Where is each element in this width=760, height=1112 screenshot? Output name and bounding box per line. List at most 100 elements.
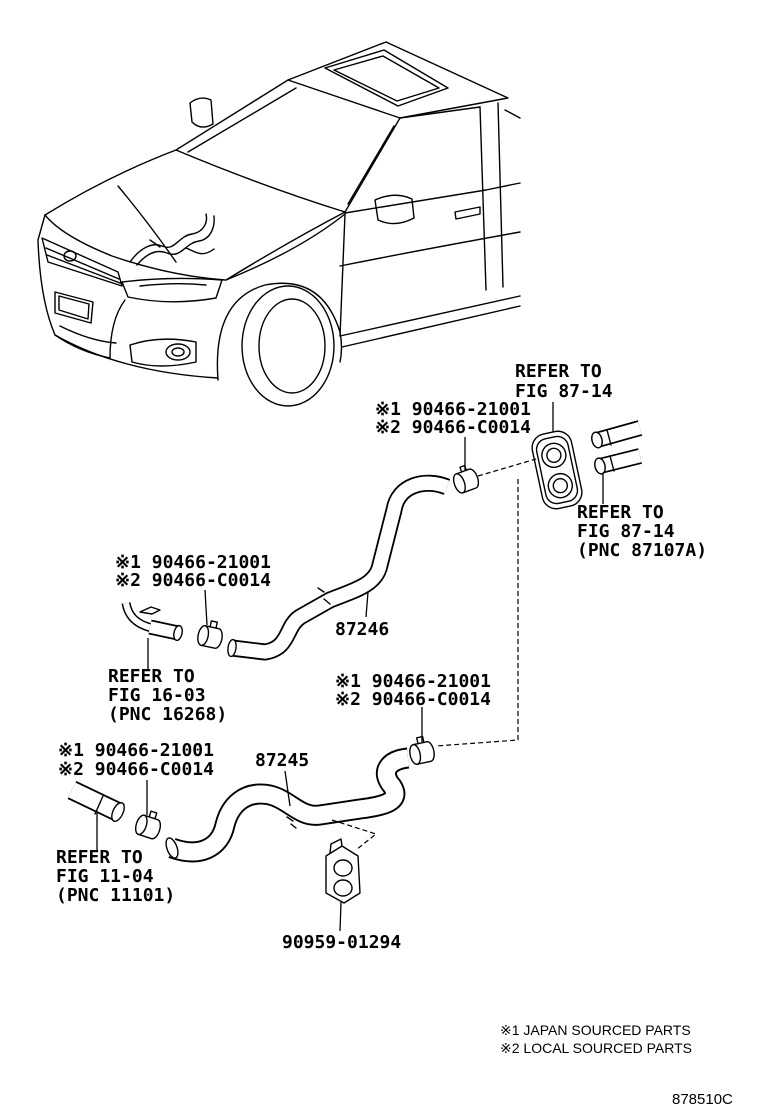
callout-hose-upper[interactable]: 87246 [335,620,389,639]
callout-line[interactable]: (PNC 11101) [56,885,176,906]
clamp-face [409,743,422,765]
pipe-lower-left-bead [94,795,104,815]
car-fender-top [225,213,346,281]
door-character-line [339,231,521,267]
part-number-local[interactable]: ※2 90466-C0014 [375,417,531,438]
hose-87246-mark [323,598,331,605]
assembly-line-grommet-to-lower-clamp [435,479,519,747]
callout-lower-left-pipe-reference[interactable]: REFER TO FIG 11-04 (PNC 11101) [56,848,175,905]
part-number-local[interactable]: ※2 90466-C0014 [58,759,214,780]
part-number-japan[interactable]: ※1 90466-21001 [375,399,531,420]
car-hood-left-edge [44,149,177,216]
legend-note-japan: ※1 JAPAN SOURCED PARTS [500,1022,691,1038]
part-number-local[interactable]: ※2 90466-C0014 [335,689,491,710]
part-number-japan[interactable]: ※1 90466-21001 [58,740,214,761]
pipe-upper-left-bracket [139,606,161,615]
hose-clamp-lower-left [134,810,162,840]
car-grille-bar [45,247,120,280]
grommet-hole [547,472,574,499]
callout-line[interactable]: FIG 87-14 [515,381,613,402]
grommet-body [531,430,583,510]
door-handle [454,206,481,220]
part-number[interactable]: 87246 [335,619,390,640]
figure-code: 878510C [672,1091,733,1108]
car-hood-crease [117,185,177,263]
callout-upper-left-pipe-reference[interactable]: REFER TO FIG 16-03 (PNC 16268) [108,667,227,724]
hose-bracket-clip [325,838,361,904]
pipe-lower-left-end [111,801,125,823]
hose-87246-body [231,476,450,659]
grommet-hole-inner [552,477,569,494]
bracket-hole [333,879,353,897]
callout-clamp-lower-left[interactable]: ※1 90466-21001 ※2 90466-C0014 [58,741,214,779]
part-number[interactable]: 87245 [255,750,310,771]
car-front-edge [37,214,111,359]
pipe-lower-left-body [68,782,122,820]
callout-clamp-lower-right[interactable]: ※1 90466-21001 ※2 90466-C0014 [335,673,491,709]
grommet-hole-inner [546,447,562,464]
callout-line[interactable]: REFER TO [56,847,143,868]
callout-grommet-reference[interactable]: REFER TO FIG 87-14 [515,362,613,402]
pipe-upper-left-thin-body [123,602,153,631]
hose-87245 [165,747,410,863]
callout-clamp-at-grommet[interactable]: ※1 90466-21001 ※2 90466-C0014 [375,401,531,437]
hose-clamp-upper-left [197,620,223,649]
assembly-line-clamp-to-grommet [477,458,537,477]
callout-line[interactable]: REFER TO [577,502,664,523]
callout-line[interactable]: FIG 11-04 [56,866,154,887]
car-emblem [63,250,77,262]
hose-87245-mark [286,816,294,822]
car-windshield [175,79,401,213]
fog-light-housing [129,338,197,367]
clamp-tab [209,620,218,629]
grommet-rim [535,435,579,505]
clamp-tab [416,735,425,745]
callout-right-pipe-reference[interactable]: REFER TO FIG 87-14 (PNC 87107A) [577,503,707,560]
callout-hose-lower[interactable]: 87245 [255,751,309,770]
leader-bracket [339,901,342,932]
callout-line[interactable]: FIG 16-03 [108,685,206,706]
pipe-upper-end [591,431,603,449]
grommet [531,430,583,510]
front-tire [241,285,335,407]
pipe-lower-left [67,780,125,823]
callout-line[interactable]: REFER TO [108,666,195,687]
hose-87245-mark [290,823,297,829]
assembly-line-hose-to-bracket [331,819,378,851]
wiring-harness-branch [185,247,215,255]
pipe-lower-end [594,457,606,475]
callout-bracket[interactable]: 90959-01294 [282,933,401,952]
legend-note-local: ※2 LOCAL SOURCED PARTS [500,1040,692,1056]
front-door-front-edge [339,213,346,337]
rear-door-window-edge [504,109,521,119]
leader-hose-87245 [284,770,291,807]
car-hood-fender-seam [225,211,346,281]
car-a-pillar-left [187,87,297,153]
callout-line[interactable]: (PNC 87107A) [577,540,708,561]
part-number[interactable]: 90959-01294 [282,932,402,953]
callout-line[interactable]: (PNC 16268) [108,704,228,725]
pipe-upper-left [121,602,183,642]
car-headlight-inner [139,283,207,287]
pipe-upper-bead [606,429,612,446]
leader-clamp-upper-left [204,589,208,626]
car-sunroof-inner [333,55,440,102]
callout-line[interactable]: REFER TO [515,361,602,382]
bracket-hole [333,859,353,877]
hose-87245-end-opening [165,837,179,859]
callout-line[interactable]: FIG 87-14 [577,521,675,542]
hose-87245-body [169,749,410,861]
wiring-harness-parallel [136,215,215,266]
license-plate-inner [58,295,90,320]
part-number-local[interactable]: ※2 90466-C0014 [115,570,271,591]
part-number-japan[interactable]: ※1 90466-21001 [115,552,271,573]
sourcing-legend: ※1 JAPAN SOURCED PARTS ※2 LOCAL SOURCED … [500,1021,692,1057]
pipe-lower-body [598,449,642,473]
part-number-japan[interactable]: ※1 90466-21001 [335,671,491,692]
car-bumper-corner [109,299,126,359]
callout-clamp-upper-left[interactable]: ※1 90466-21001 ※2 90466-C0014 [115,554,271,590]
car-grille-bar [46,254,121,284]
heater-pipes-right [591,420,643,475]
